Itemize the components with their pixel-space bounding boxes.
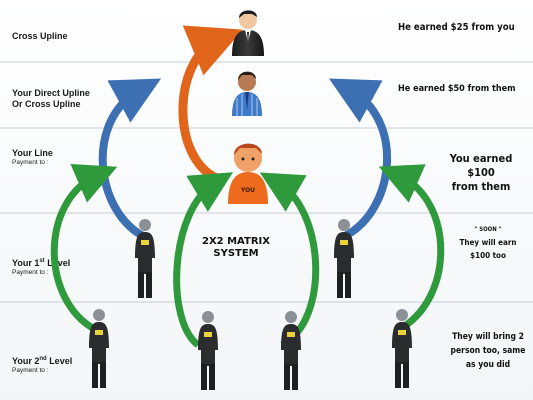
arrow-green-center-right	[259, 172, 320, 349]
avatar-cross-upline	[232, 10, 264, 56]
arrow-blue-right	[328, 78, 392, 240]
note-upline: He earned $50 from them	[398, 84, 516, 94]
row-label-first-level: Your 1st Level Payment to :	[12, 258, 71, 276]
person-icon-level2-3	[281, 311, 301, 390]
arrow-green-far-left	[50, 164, 118, 334]
row-sublabel: Payment to :	[12, 367, 49, 374]
avatar-you: YOU	[228, 143, 268, 204]
row-sublabel: Payment to :	[12, 159, 49, 166]
row-label-direct-upline: Your Direct Upline Or Cross Upline	[12, 88, 90, 109]
note-will-bring: They will bring 2 person too, same as yo…	[450, 332, 526, 370]
row-label-cross-upline: Cross Upline	[12, 31, 68, 41]
arrow-orange	[178, 25, 243, 186]
arrow-green-center-left	[173, 172, 233, 348]
note-will-earn: " SOON " They will earn $100 too	[459, 226, 517, 260]
arrow-blue-left	[98, 78, 162, 240]
row-label-your-line: Your Line Payment to :	[12, 148, 53, 166]
row-label-second-level: Your 2nd Level Payment to :	[12, 356, 73, 374]
row-sublabel: Payment to :	[12, 269, 49, 276]
arrow-green-far-right	[378, 164, 445, 334]
avatar-direct-upline	[232, 71, 262, 116]
person-icon-level2-2	[198, 311, 218, 390]
person-icon-level2-1	[89, 309, 109, 388]
note-top: He earned $25 from you	[398, 22, 515, 33]
you-shirt-label: YOU	[240, 187, 255, 194]
grid-lines	[0, 61, 533, 303]
